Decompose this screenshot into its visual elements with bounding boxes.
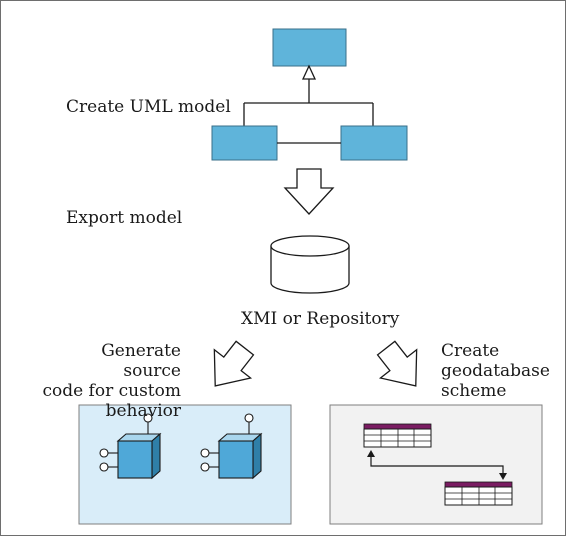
create-geodatabase-label: Create geodatabase scheme (441, 341, 561, 401)
relationship-connector (367, 450, 507, 480)
xmi-repository-label: XMI or Repository (241, 309, 400, 329)
schema-table-icon (363, 423, 432, 448)
component-cube-icon (99, 413, 162, 480)
geodatabase-arrow (376, 340, 418, 387)
repository-cylinder-icon (270, 235, 350, 294)
component-cube-icon (200, 413, 263, 480)
export-model-label: Export model (66, 208, 183, 228)
export-arrow (283, 168, 335, 215)
generate-arrow (213, 340, 255, 387)
label-line: scheme (441, 381, 507, 401)
generalization-arrowhead (301, 64, 317, 80)
label-line: geodatabase (441, 361, 550, 381)
geodatabase-schema-panel (329, 404, 543, 525)
label-line: Create (441, 341, 500, 361)
uml-child-class-left (211, 125, 278, 161)
uml-class-diagram (211, 28, 408, 161)
uml-parent-class (272, 28, 347, 67)
arrowhead-up-icon (367, 450, 375, 457)
create-uml-model-label: Create UML model (66, 97, 231, 117)
arrowhead-down-icon (499, 473, 507, 480)
label-line: behavior (105, 401, 181, 421)
generate-source-code-label: Generate source code for custom behavior (40, 341, 181, 421)
label-line: Generate source (101, 341, 181, 381)
label-line: code for custom (42, 381, 181, 401)
uml-child-class-right (340, 125, 408, 161)
schema-table-icon (444, 481, 513, 506)
